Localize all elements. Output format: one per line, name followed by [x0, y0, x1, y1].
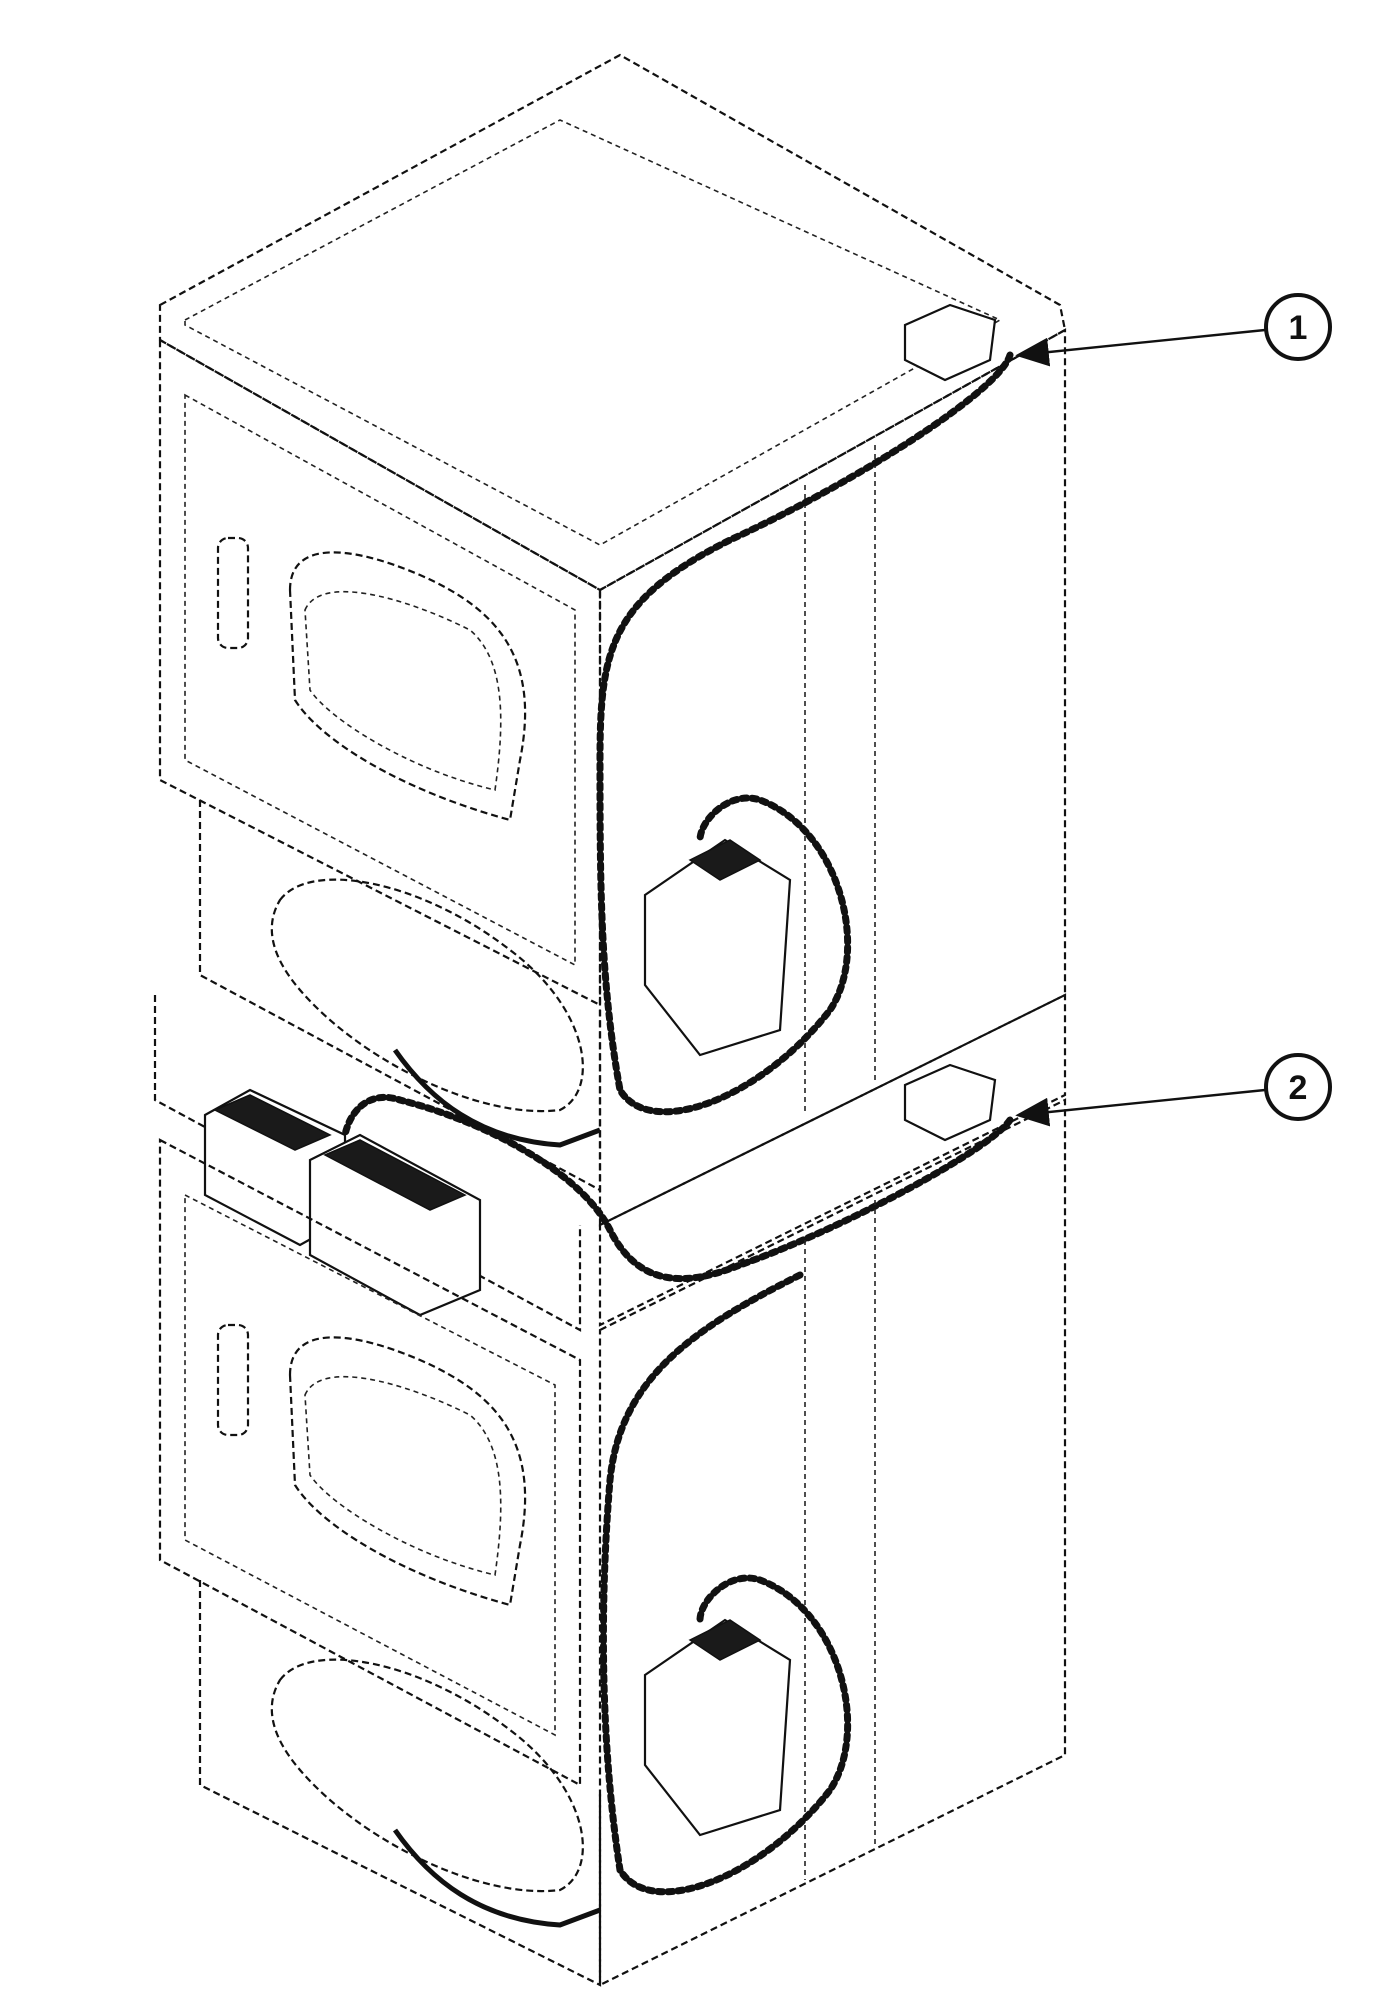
callout-1-circle [1264, 293, 1332, 361]
lower-unit-door-window [288, 1336, 527, 1607]
upper-unit-top-inner [184, 119, 1002, 546]
lower-unit [158, 1098, 1067, 1987]
upper-unit-front-face [158, 338, 602, 1007]
lower-unit-lower-cabinet [198, 1580, 602, 1987]
lower-unit-side-module-cap [688, 1619, 762, 1661]
callout-1-leader [1015, 328, 1266, 367]
middle-wire-harness [341, 1093, 1014, 1283]
upper-unit-handle [216, 536, 250, 650]
lower-unit-door-panel [184, 1193, 556, 1737]
callout-2-label: 2 [1289, 1069, 1308, 1107]
lower-unit-cable [392, 1828, 601, 1928]
middle-connector-area [153, 993, 1067, 1332]
middle-connector [903, 1063, 997, 1142]
upper-unit-door-panel [184, 393, 576, 967]
callout-2-leader [1015, 1088, 1266, 1127]
upper-unit-side-module [643, 838, 792, 1057]
callout-1: 1 [1015, 293, 1332, 367]
upper-unit [158, 53, 1067, 1227]
upper-unit-drum [270, 878, 584, 1113]
callout-2: 2 [1015, 1053, 1332, 1127]
upper-unit-door-window [288, 551, 527, 822]
upper-wire-harness [596, 351, 1014, 1116]
control-board-right-header [323, 1139, 467, 1211]
lower-unit-side-module [643, 1618, 792, 1837]
callout-2-circle [1264, 1053, 1332, 1121]
lower-unit-window-inner [304, 1376, 502, 1576]
upper-unit-cable [392, 1048, 601, 1148]
lower-wire-harness [599, 1271, 852, 1896]
lower-unit-side-face [598, 1098, 1067, 1987]
upper-unit-window-inner [304, 591, 502, 791]
lower-unit-drum [270, 1658, 584, 1893]
upper-top-connector [903, 303, 997, 382]
callout-1-label: 1 [1289, 309, 1308, 347]
control-board-left-header [213, 1094, 332, 1151]
upper-unit-lower-cabinet [198, 800, 602, 1192]
upper-unit-side-face [598, 328, 1067, 1227]
lower-unit-handle [216, 1323, 250, 1437]
mid-frame-side [598, 993, 1067, 1327]
upper-unit-side-module-cap [688, 839, 762, 881]
